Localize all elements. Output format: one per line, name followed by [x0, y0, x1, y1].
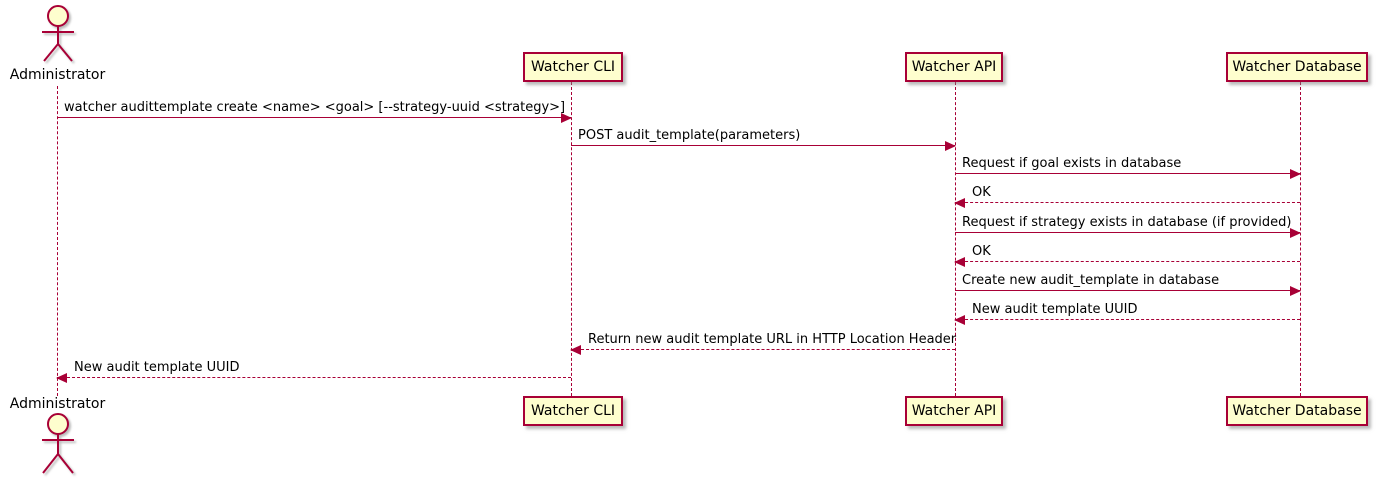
message-ok-goal: OK	[954, 185, 1300, 208]
message-text: POST audit_template(parameters)	[578, 128, 801, 143]
participant-label: Watcher Database	[1232, 403, 1362, 419]
message-create-audittemplate: watcher audittemplate create <name> <goa…	[57, 100, 572, 123]
arrowhead-right-icon	[945, 141, 956, 151]
message-text: New audit template UUID	[972, 302, 1138, 317]
arrowhead-right-icon	[1290, 286, 1301, 296]
message-post-audit-template: POST audit_template(parameters)	[571, 128, 956, 151]
arrow-line	[955, 232, 1300, 233]
lifeline-watcher-api	[955, 82, 956, 396]
arrowhead-right-icon	[1290, 169, 1301, 179]
message-ok-strategy: OK	[954, 244, 1300, 267]
arrow-line	[955, 261, 1300, 262]
message-create-audit-template-db: Create new audit_template in database	[955, 273, 1301, 296]
participant-watcher-database-bottom: Watcher Database	[1226, 396, 1368, 426]
lifeline-watcher-cli	[571, 82, 572, 396]
message-return-url-location-header: Return new audit template URL in HTTP Lo…	[570, 332, 957, 355]
actor-administrator-top: Administrator	[9, 4, 106, 83]
participant-watcher-cli-bottom: Watcher CLI	[523, 396, 623, 426]
actor-figure-icon	[34, 412, 82, 482]
arrow-line	[57, 377, 571, 378]
message-new-audit-template-uuid-db: New audit template UUID	[954, 302, 1300, 325]
message-text: Request if goal exists in database	[962, 156, 1182, 171]
participant-watcher-database-top: Watcher Database	[1226, 52, 1368, 82]
participant-label: Watcher Database	[1232, 59, 1362, 75]
actor-label: Administrator	[9, 67, 106, 83]
message-text: New audit template UUID	[74, 360, 240, 375]
participant-label: Watcher CLI	[530, 59, 616, 75]
message-text: OK	[972, 244, 991, 259]
arrowhead-left-icon	[954, 315, 965, 325]
arrow-line	[955, 173, 1300, 174]
participant-label: Watcher CLI	[530, 403, 616, 419]
participant-label: Watcher API	[911, 403, 997, 419]
arrowhead-left-icon	[954, 257, 965, 267]
arrow-line	[955, 202, 1300, 203]
message-request-strategy-exists: Request if strategy exists in database (…	[955, 215, 1301, 238]
message-new-audit-template-uuid: New audit template UUID	[56, 360, 571, 383]
actor-administrator-bottom: Administrator	[9, 397, 106, 482]
participant-label: Watcher API	[911, 59, 997, 75]
arrow-line	[571, 349, 955, 350]
message-text: Request if strategy exists in database (…	[962, 215, 1292, 230]
participant-watcher-cli-top: Watcher CLI	[523, 52, 623, 82]
arrowhead-left-icon	[56, 373, 67, 383]
arrowhead-right-icon	[561, 113, 572, 123]
participant-watcher-api-top: Watcher API	[905, 52, 1003, 82]
participant-watcher-api-bottom: Watcher API	[905, 396, 1003, 426]
arrowhead-left-icon	[954, 198, 965, 208]
lifeline-watcher-database	[1300, 82, 1301, 396]
arrow-line	[955, 319, 1300, 320]
message-text: Create new audit_template in database	[962, 273, 1220, 288]
message-request-goal-exists: Request if goal exists in database	[955, 156, 1301, 179]
actor-label: Administrator	[9, 396, 106, 412]
arrowhead-left-icon	[570, 345, 581, 355]
arrow-line	[57, 117, 571, 118]
lifeline-administrator	[57, 86, 58, 396]
arrow-line	[955, 290, 1300, 291]
actor-figure-icon	[34, 4, 82, 68]
arrow-line	[571, 145, 955, 146]
message-text: OK	[972, 185, 991, 200]
arrowhead-right-icon	[1290, 228, 1301, 238]
message-text: Return new audit template URL in HTTP Lo…	[588, 332, 957, 347]
message-text: watcher audittemplate create <name> <goa…	[64, 100, 566, 115]
